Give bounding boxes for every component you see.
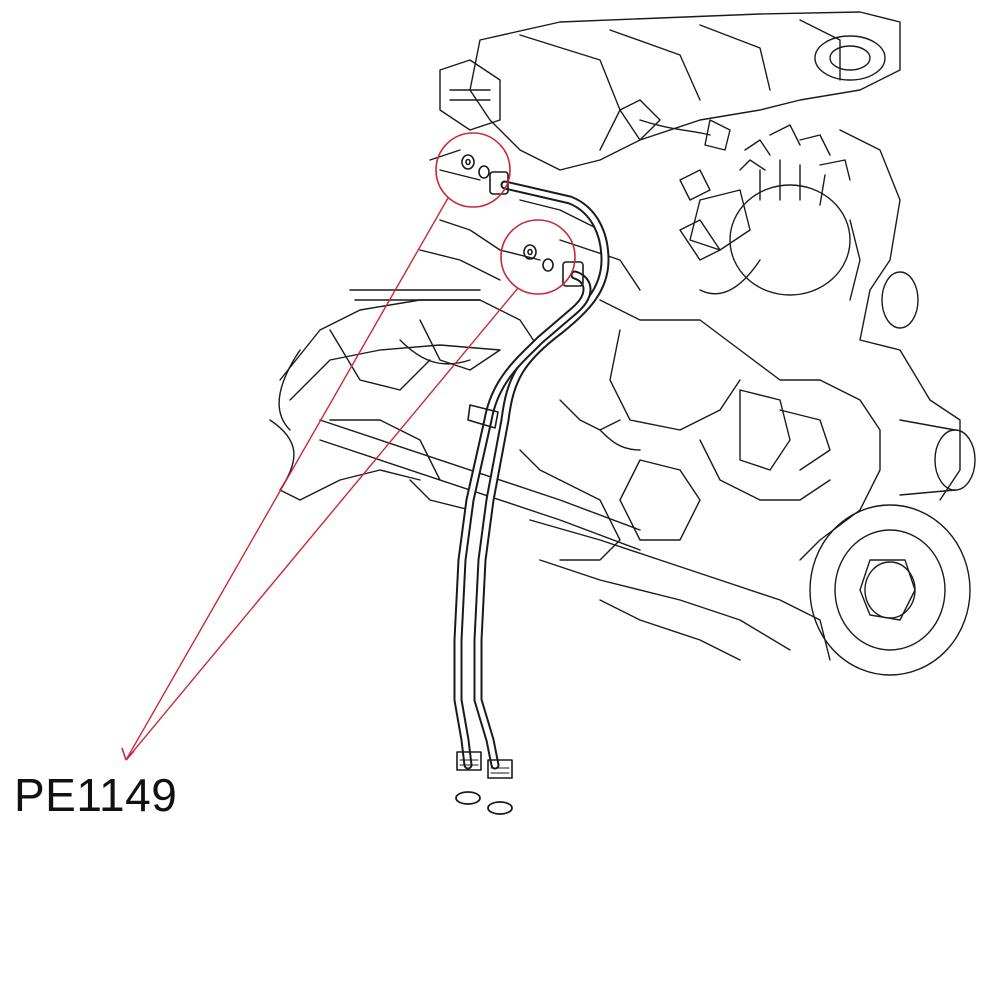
leader-line-lower xyxy=(125,287,519,761)
washers xyxy=(461,154,554,272)
leader-lines xyxy=(121,197,519,761)
leader-line-upper xyxy=(125,197,449,761)
oil-cooler-lines xyxy=(453,171,610,815)
part-number-label: PE1149 xyxy=(14,769,178,821)
arrowhead-icon xyxy=(121,747,135,761)
callout-circle-upper xyxy=(435,132,511,208)
engine-block xyxy=(269,11,976,676)
callout-circle-lower xyxy=(500,219,576,295)
callout-circles xyxy=(435,132,576,295)
